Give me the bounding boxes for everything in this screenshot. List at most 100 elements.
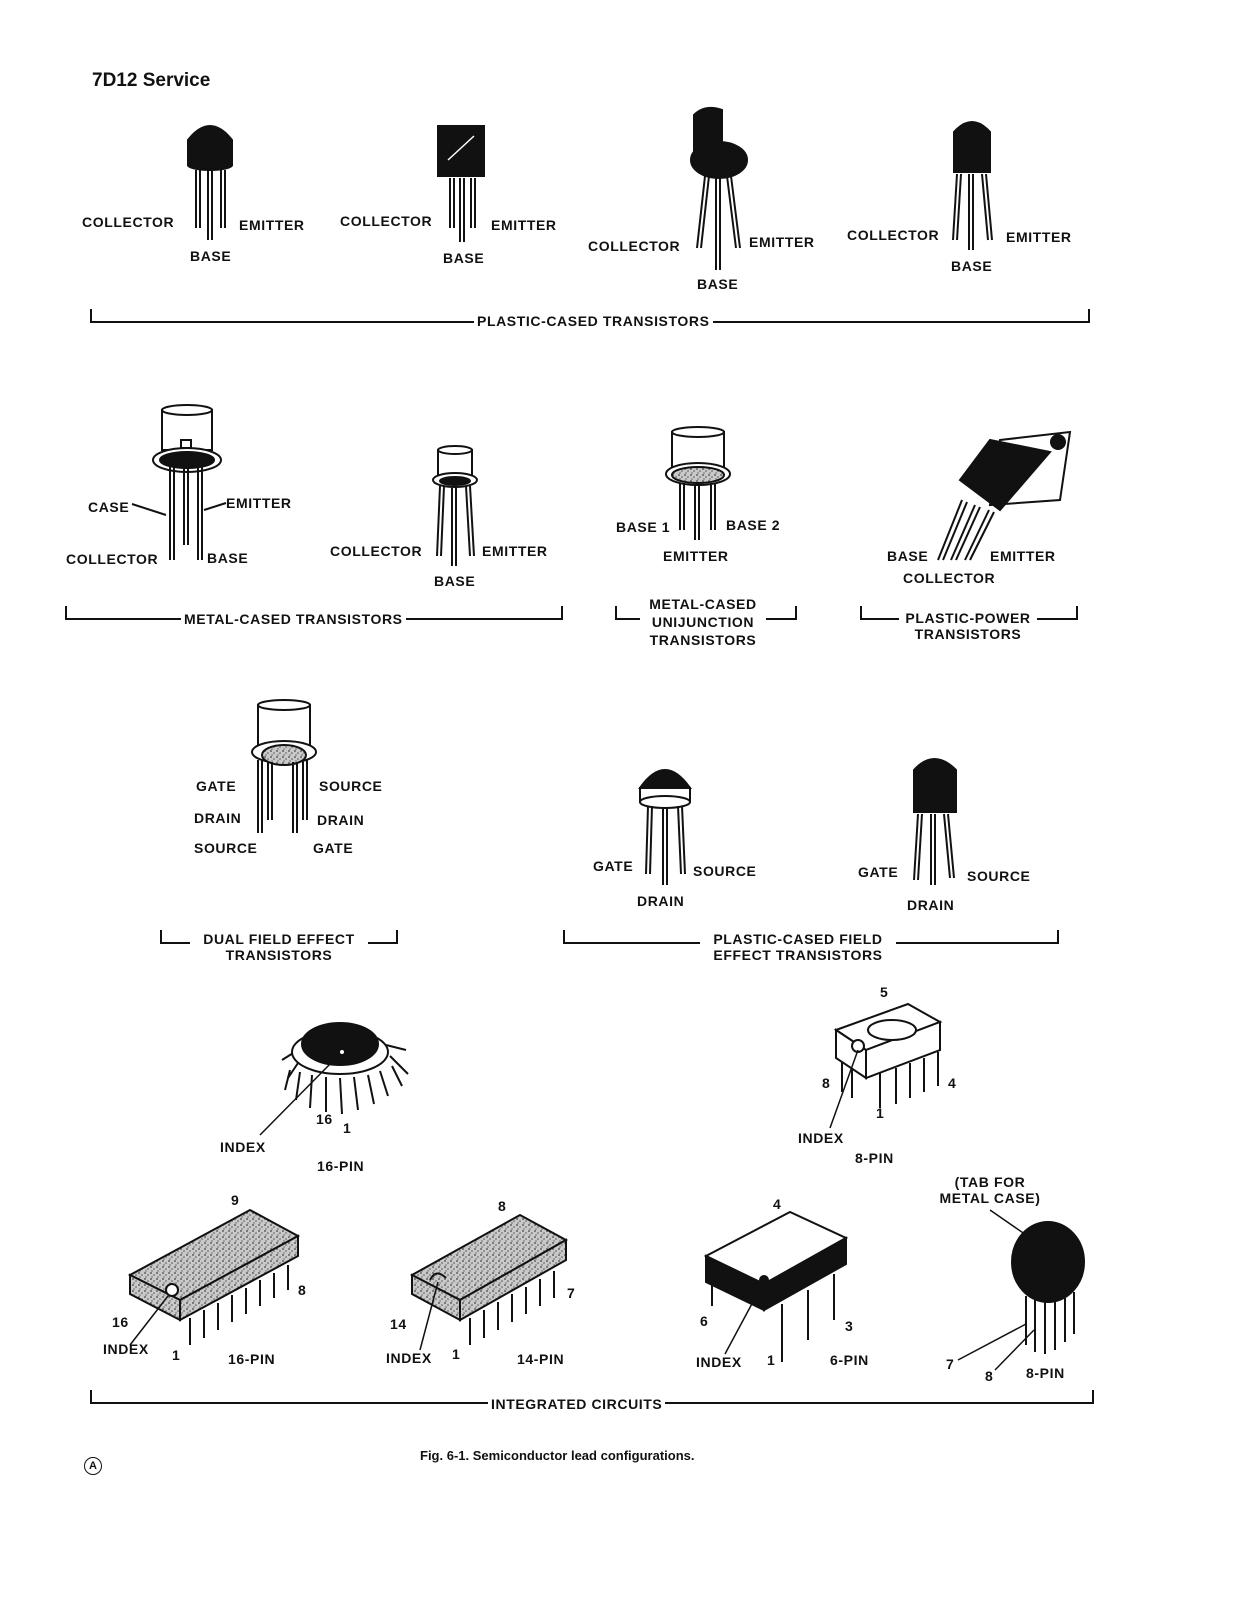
pfet2-gate-label: GATE xyxy=(858,864,899,880)
uj-emitter-label: EMITTER xyxy=(663,548,729,564)
t3-collector-label: COLLECTOR xyxy=(588,238,681,254)
plastic-transistors-group-label: PLASTIC-CASED TRANSISTORS xyxy=(474,313,713,329)
t2-emitter-label: EMITTER xyxy=(491,217,557,233)
d16-pin1-label: 1 xyxy=(172,1347,181,1363)
dfet-gate-right-label: GATE xyxy=(313,840,354,856)
dfet-drain-right-label: DRAIN xyxy=(317,812,365,828)
d14-pin1-label: 1 xyxy=(452,1346,461,1362)
mt1-base-label: BASE xyxy=(207,550,249,566)
dip-6-pin-ic xyxy=(703,1210,849,1362)
d8-pin8-label: 8 xyxy=(822,1075,831,1091)
d6-pin6-label: 6 xyxy=(700,1313,709,1329)
dual-fet xyxy=(251,699,317,833)
integrated-circuits-group-label: INTEGRATED CIRCUITS xyxy=(488,1396,666,1412)
can8-pin7-label: 7 xyxy=(946,1356,955,1372)
unijunction-group-label-2: UNIJUNCTION xyxy=(640,614,766,630)
d14-index-label: INDEX xyxy=(386,1350,432,1366)
plastic-power-group-label-1: PLASTIC-POWER xyxy=(899,610,1037,626)
dual-fet-group-label-2: TRANSISTORS xyxy=(190,947,368,963)
d14-name-label: 14-PIN xyxy=(517,1351,565,1367)
d8-pin5-label: 5 xyxy=(880,984,889,1000)
plastic-fet-group-label-2: EFFECT TRANSISTORS xyxy=(700,947,896,963)
dual-fet-group-label-1: DUAL FIELD EFFECT xyxy=(190,931,368,947)
plastic-fet-2 xyxy=(913,758,957,885)
t4-collector-label: COLLECTOR xyxy=(847,227,940,243)
plastic-transistor-2 xyxy=(437,125,485,242)
unijunction-group-label-3: TRANSISTORS xyxy=(640,632,766,648)
d16-index-label: INDEX xyxy=(103,1341,149,1357)
can8-name-label: 8-PIN xyxy=(1026,1365,1065,1381)
d8-pin4-label: 4 xyxy=(948,1075,957,1091)
metal-transistors-group-label: METAL-CASED TRANSISTORS xyxy=(181,611,406,627)
mt2-base-label: BASE xyxy=(434,573,476,589)
metal-transistor-2 xyxy=(432,445,478,566)
t2-collector-label: COLLECTOR xyxy=(340,213,433,229)
mt2-collector-label: COLLECTOR xyxy=(330,543,423,559)
mt1-case-label: CASE xyxy=(88,499,130,515)
r16-pin16-label: 16 xyxy=(316,1111,333,1127)
plastic-transistor-1 xyxy=(187,125,233,240)
mt2-emitter-label: EMITTER xyxy=(482,543,548,559)
can8-tab-label-1: (TAB FOR xyxy=(954,1174,1026,1190)
revision-mark: A xyxy=(84,1457,102,1475)
t3-emitter-label: EMITTER xyxy=(749,234,815,250)
figure-caption: Fig. 6-1. Semiconductor lead configurati… xyxy=(420,1448,695,1463)
uj-base2-label: BASE 2 xyxy=(726,517,781,533)
dip-8-pin-ic-top xyxy=(829,1002,943,1129)
d8-name-label: 8-PIN xyxy=(855,1150,894,1166)
pfet1-source-label: SOURCE xyxy=(693,863,757,879)
unijunction-transistor xyxy=(665,426,731,540)
dfet-source-right-label: SOURCE xyxy=(319,778,383,794)
dfet-source-left-label: SOURCE xyxy=(194,840,258,856)
pp-base-label: BASE xyxy=(887,548,929,564)
plastic-power-transistor xyxy=(937,430,1072,561)
dip-14-pin-ic xyxy=(409,1213,569,1351)
t1-base-label: BASE xyxy=(190,248,232,264)
t2-base-label: BASE xyxy=(443,250,485,266)
t3-base-label: BASE xyxy=(697,276,739,292)
plastic-transistor-3 xyxy=(690,106,748,270)
unijunction-group-label-1: METAL-CASED xyxy=(640,596,766,612)
t1-collector-label: COLLECTOR xyxy=(82,214,175,230)
uj-base1-label: BASE 1 xyxy=(616,519,671,535)
plastic-fet-group-label-1: PLASTIC-CASED FIELD xyxy=(700,931,896,947)
can8-tab-label-2: METAL CASE) xyxy=(939,1190,1041,1206)
pfet2-source-label: SOURCE xyxy=(967,868,1031,884)
mt1-emitter-label: EMITTER xyxy=(226,495,292,511)
plastic-power-group-label-2: TRANSISTORS xyxy=(899,626,1037,642)
d6-index-label: INDEX xyxy=(696,1354,742,1370)
d16-pin16-label: 16 xyxy=(112,1314,129,1330)
metal-can-8-pin-ic xyxy=(957,1209,1085,1371)
d8-pin1-label: 1 xyxy=(876,1105,885,1121)
pfet1-drain-label: DRAIN xyxy=(637,893,685,909)
pfet1-gate-label: GATE xyxy=(593,858,634,874)
d6-name-label: 6-PIN xyxy=(830,1352,869,1368)
d6-pin4-label: 4 xyxy=(773,1196,782,1212)
mt1-collector-label: COLLECTOR xyxy=(66,551,159,567)
can8-pin8-label: 8 xyxy=(985,1368,994,1384)
d16-name-label: 16-PIN xyxy=(228,1351,276,1367)
d14-pin7-label: 7 xyxy=(567,1285,576,1301)
pp-collector-label: COLLECTOR xyxy=(903,570,996,586)
d6-pin1-label: 1 xyxy=(767,1352,776,1368)
r16-pin1-label: 1 xyxy=(343,1120,352,1136)
t4-emitter-label: EMITTER xyxy=(1006,229,1072,245)
pp-emitter-label: EMITTER xyxy=(990,548,1056,564)
d6-pin3-label: 3 xyxy=(845,1318,854,1334)
d14-pin8-label: 8 xyxy=(498,1198,507,1214)
t4-base-label: BASE xyxy=(951,258,993,274)
r16-index-label: INDEX xyxy=(220,1139,266,1155)
d16-pin9-label: 9 xyxy=(231,1192,240,1208)
d8-index-label: INDEX xyxy=(798,1130,844,1146)
d16-pin8-label: 8 xyxy=(298,1282,307,1298)
dfet-gate-left-label: GATE xyxy=(196,778,237,794)
t1-emitter-label: EMITTER xyxy=(239,217,305,233)
r16-name-label: 16-PIN xyxy=(317,1158,365,1174)
pfet2-drain-label: DRAIN xyxy=(907,897,955,913)
page-header: 7D12 Service xyxy=(92,70,211,91)
d14-pin14-label: 14 xyxy=(390,1316,407,1332)
metal-transistor-1 xyxy=(131,404,227,560)
plastic-fet-1 xyxy=(638,769,692,885)
